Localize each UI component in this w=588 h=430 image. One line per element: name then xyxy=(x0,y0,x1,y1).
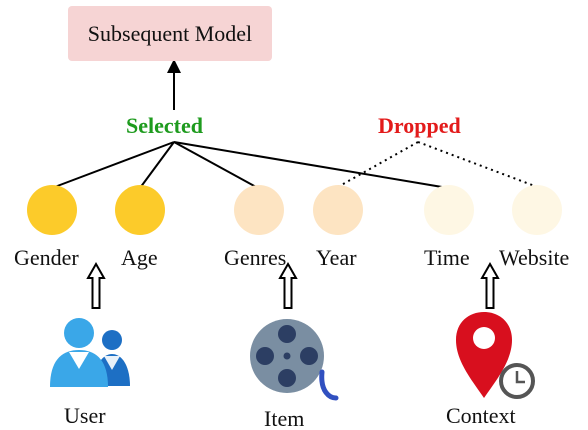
link-time xyxy=(173,141,449,189)
film-reel-icon xyxy=(250,319,339,401)
link-year-dropped xyxy=(335,141,419,189)
link-website-dropped xyxy=(417,141,541,189)
feature-label-gender: Gender xyxy=(14,245,79,270)
feature-circle-website xyxy=(512,185,562,235)
feature-circle-gender xyxy=(27,185,77,235)
feature-circle-year xyxy=(313,185,363,235)
feature-label-time: Time xyxy=(424,245,470,270)
item-up-arrow xyxy=(278,261,298,309)
feature-circle-time xyxy=(424,185,474,235)
selected-label: Selected xyxy=(126,113,203,138)
subsequent-model-label: Subsequent Model xyxy=(87,20,253,46)
feature-label-website: Website xyxy=(499,245,570,270)
group-label-user: User xyxy=(64,403,106,428)
feature-circle-genres xyxy=(234,185,284,235)
link-gender xyxy=(51,141,175,189)
dropped-label: Dropped xyxy=(378,113,461,138)
feature-label-year: Year xyxy=(316,245,357,270)
link-genres xyxy=(173,141,259,189)
context-up-arrow xyxy=(480,261,500,309)
feature-label-genres: Genres xyxy=(224,245,287,270)
location-clock-icon xyxy=(456,312,535,399)
feature-label-age: Age xyxy=(121,245,158,270)
link-age xyxy=(139,141,175,189)
subsequent-model-box: Subsequent Model xyxy=(68,6,272,61)
user-group-icon xyxy=(50,318,130,387)
feature-circle-age xyxy=(115,185,165,235)
group-label-item: Item xyxy=(264,406,305,430)
user-up-arrow xyxy=(86,261,106,309)
group-label-context: Context xyxy=(446,403,516,428)
